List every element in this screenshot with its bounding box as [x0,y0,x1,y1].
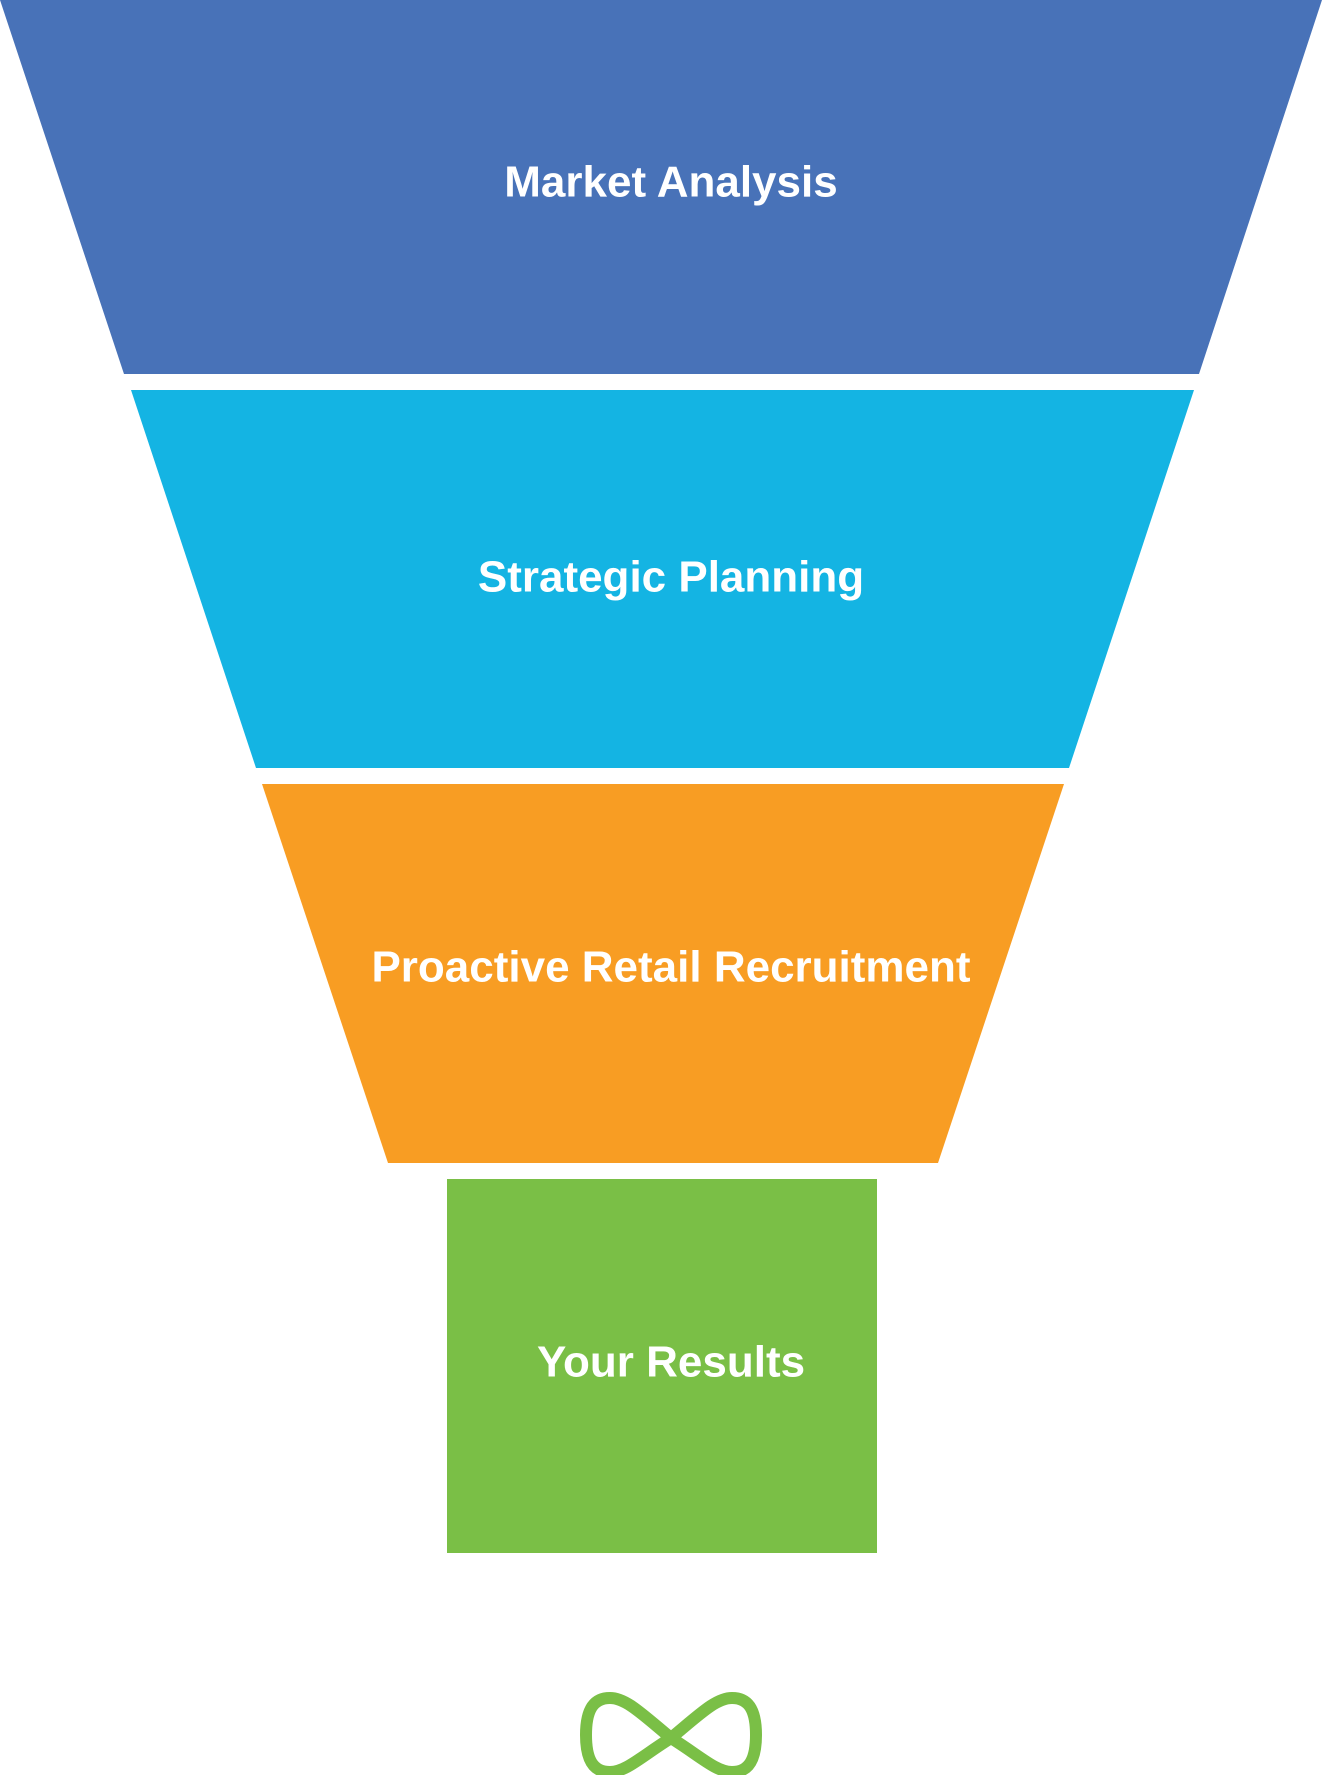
funnel-stage-your-results: Your Results [447,1179,877,1553]
stage-1-label: Market Analysis [504,158,837,207]
stage-3-label: Proactive Retail Recruitment [371,943,970,992]
stage-4-label: Your Results [537,1338,805,1387]
funnel-stage-strategic-planning: Strategic Planning [131,390,1194,768]
stage-2-label: Strategic Planning [478,553,864,602]
infinity-icon-path [580,1692,762,1775]
funnel-stage-market-analysis: Market Analysis [0,0,1322,374]
stage-2-shape [131,390,1194,768]
stage-4-shape [447,1179,877,1553]
funnel-stage-proactive-retail-recruitment: Proactive Retail Recruitment [262,784,1064,1163]
stage-1-shape [0,0,1322,374]
infinity-icon [580,1692,762,1775]
stage-3-shape [262,784,1064,1163]
